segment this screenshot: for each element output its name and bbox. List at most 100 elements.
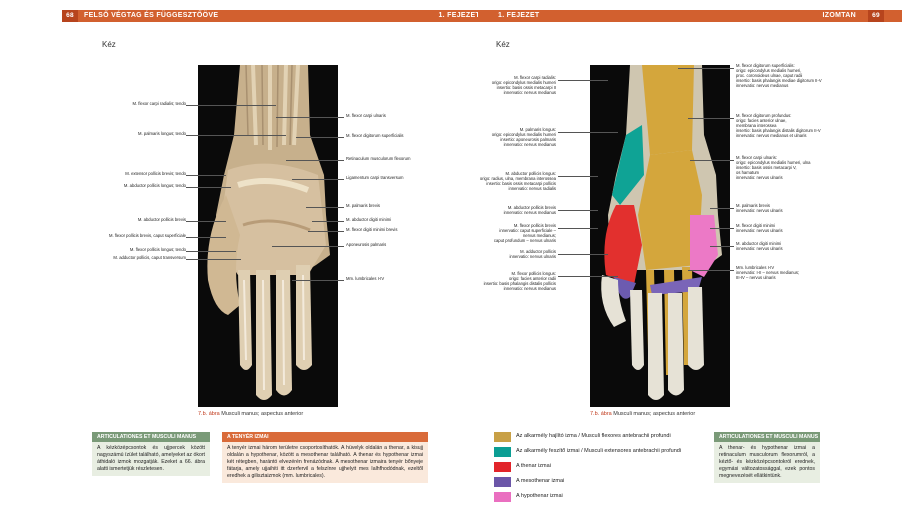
label-flexor-carpi-radialis: M. flexor carpi radialis:origo: epicondy… — [491, 75, 556, 95]
anatomy-photo — [198, 65, 338, 407]
legend-label: Az alkarmély feszítő izmai / Musculi ext… — [516, 448, 682, 454]
leader-line — [272, 246, 344, 247]
leader-line — [186, 135, 286, 136]
leader-line — [558, 228, 598, 229]
box-text: A thenar- és hypothenar izmai a retinacu… — [719, 445, 815, 479]
colored-anatomy-photo — [590, 65, 730, 407]
leader-line — [276, 117, 344, 118]
label-flexor-digitorum-superficialis: M. flexor digitorum superficialis — [346, 133, 404, 138]
label-aponeurosis: Aponeurosis palmaris — [346, 242, 387, 247]
left-page: 68 FELSŐ VÉGTAG ÉS FÜGGESZTŐÖVE 1. FEJEZ… — [62, 10, 486, 510]
leader-line — [292, 179, 344, 180]
label-flexor-carpi-radialis: M. flexor carpi radialis; tendo — [132, 101, 186, 106]
page-number: 69 — [868, 10, 884, 22]
caption-text: Musculi manus; aspectus anterior — [613, 411, 696, 417]
leader-line — [558, 276, 618, 277]
legend-swatch — [494, 477, 511, 487]
caption-number: 7.b. ábra — [198, 411, 220, 417]
legend-label: A mesothenar izmai — [516, 478, 565, 484]
leader-line — [186, 251, 236, 252]
right-page: 1. FEJEZET IZOMTAN 69 Kéz — [478, 10, 902, 510]
leader-line — [308, 231, 344, 232]
legend-label: A hypothenar izmai — [516, 493, 563, 499]
caption-number: 7.b. ábra — [590, 411, 612, 417]
leader-line — [296, 137, 344, 138]
leader-line — [558, 210, 598, 211]
leader-line — [186, 221, 226, 222]
label-flexor-carpi-ulnaris: M. flexor carpi ulnaris:origo: epicondyl… — [736, 155, 811, 180]
leader-line — [690, 160, 734, 161]
caption-text: Musculi manus; aspectus anterior — [221, 411, 304, 417]
header-title: FELSŐ VÉGTAG ÉS FÜGGESZTŐÖVE — [84, 12, 219, 19]
label-flexor-pollicis-longus: M. flexor pollicis longus; tendo — [129, 247, 186, 252]
label-flexor-digitorum-profundus: M. flexor digitorum profundus:origo: fac… — [736, 113, 821, 138]
legend-swatch — [494, 462, 511, 472]
leader-line — [710, 246, 734, 247]
label-extensor-pollicis-brevis: M. extensor pollicis brevis; tendo — [125, 171, 186, 176]
label-palmaris-longus: M. palmaris longus; tendo — [138, 131, 186, 136]
box-title: ARTICULATIONES ET MUSCULI MANUS — [714, 432, 820, 442]
chapter-label: 1. FEJEZET — [438, 12, 480, 19]
section-title: Kéz — [102, 40, 116, 49]
leader-line — [186, 187, 231, 188]
label-palmaris-longus: M. palmaris longus:origo: epicondylus me… — [491, 127, 556, 147]
leader-line — [558, 80, 608, 81]
legend-swatch — [494, 492, 511, 502]
leader-line — [186, 259, 241, 260]
box-title: A TENYÉR IZMAI — [222, 432, 428, 442]
info-box-articulationes: ARTICULATIONES ET MUSCULI MANUS A thenar… — [714, 432, 820, 483]
info-box-articulationes: ARTICULATIONES ET MUSCULI MANUS A kézköz… — [92, 432, 210, 476]
legend-label: Az alkarmély hajlító izma / Musculi flex… — [516, 433, 671, 439]
leader-line — [186, 175, 226, 176]
label-palmaris-brevis: M. palmaris brevis — [346, 203, 380, 208]
label-ligamentum-carpi: Ligamentum carpi transversum — [346, 175, 404, 180]
box-title: ARTICULATIONES ET MUSCULI MANUS — [92, 432, 210, 442]
leader-line — [312, 221, 344, 222]
label-flexor-pollicis-brevis: M. flexor pollicis brevis, caput superfi… — [108, 233, 186, 238]
label-retinaculum: Retinaculum musculorum flexorum — [346, 156, 411, 161]
legend-swatch — [494, 432, 511, 442]
page-number: 68 — [62, 10, 78, 22]
leader-line — [558, 176, 598, 177]
header-section: IZOMTAN — [822, 12, 856, 19]
leader-line — [710, 208, 734, 209]
label-flexor-carpi-ulnaris: M. flexor carpi ulnaris — [346, 113, 386, 118]
leader-line — [688, 118, 734, 119]
label-flexor-digiti-minimi: M. flexor digiti minimi brevis — [346, 227, 398, 232]
label-abductor-pollicis-brevis: M. abductor pollicis brevis — [137, 217, 186, 222]
leader-line — [710, 228, 734, 229]
label-abductor-digiti-minimi: M. abductor digiti minimi — [346, 217, 392, 222]
leader-line — [286, 160, 344, 161]
label-abductor-pollicis-longus: M. abductor pollicis longus:origo: radiu… — [479, 171, 556, 191]
figure-caption: 7.b. ábra Musculi manus; aspectus anteri… — [198, 411, 303, 417]
leader-line — [292, 280, 344, 281]
info-box-tenyer-izmai: A TENYÉR IZMAI A tenyér izmai három terü… — [222, 432, 428, 483]
leader-line — [678, 68, 734, 69]
label-flexor-pollicis-longus: M. flexor pollicis longus:origo: facies … — [483, 271, 556, 291]
leader-line — [306, 207, 344, 208]
leader-line — [186, 105, 276, 106]
box-text: A kézközépcsontok és ujjpercek között na… — [97, 445, 205, 472]
leader-line — [558, 132, 618, 133]
leader-line — [558, 254, 608, 255]
left-page-header: 68 FELSŐ VÉGTAG ÉS FÜGGESZTŐÖVE 1. FEJEZ… — [62, 10, 486, 22]
section-title: Kéz — [496, 40, 510, 49]
label-abductor-pollicis-longus: M. abductor pollicis longus; tendo — [123, 183, 186, 188]
legend-label: A thenar izmai — [516, 463, 551, 469]
box-text: A tenyér izmai három területre csoportos… — [227, 445, 423, 479]
figure-caption: 7.b. ábra Musculi manus; aspectus anteri… — [590, 411, 695, 417]
leader-line — [688, 270, 734, 271]
legend-swatch — [494, 447, 511, 457]
right-page-header: 1. FEJEZET IZOMTAN 69 — [478, 10, 902, 22]
label-adductor-pollicis: M. adductor pollicis, caput transversum — [113, 255, 186, 260]
leader-line — [186, 237, 226, 238]
chapter-label: 1. FEJEZET — [498, 12, 540, 19]
label-flexor-digitorum-superficialis: M. flexor digitorum superficialis:origo:… — [736, 63, 822, 88]
